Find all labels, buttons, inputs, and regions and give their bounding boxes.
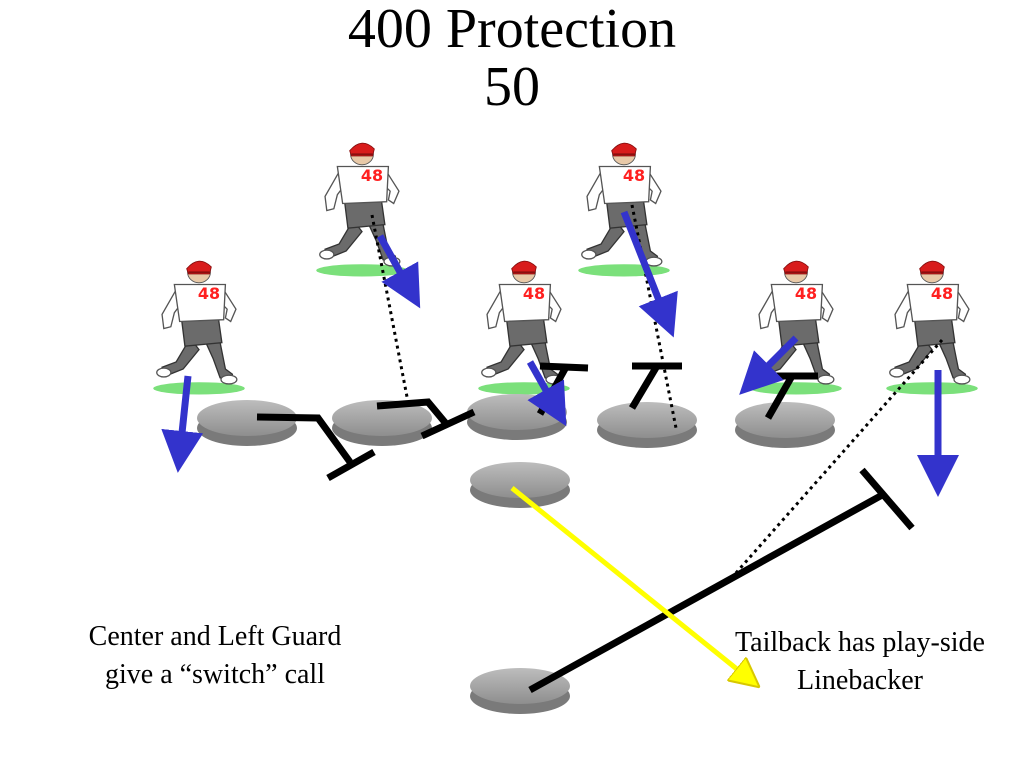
assignment-dotted-line bbox=[733, 339, 944, 575]
movement-arrow bbox=[161, 375, 204, 473]
block-line bbox=[256, 413, 353, 465]
caption-right-line-2: Linebacker bbox=[797, 665, 923, 696]
caption-left-line-2: give a “switch” call bbox=[104, 659, 325, 690]
movement-arrow bbox=[739, 335, 799, 395]
lineman-disc-left-tackle bbox=[197, 400, 297, 446]
caption-tailback: Tailback has play-side Linebacker bbox=[700, 624, 1020, 700]
tailback-disc bbox=[470, 668, 570, 714]
lineman-disc-left-guard bbox=[332, 400, 432, 446]
title-line-1: 400 Protection bbox=[347, 0, 677, 60]
caption-right-line-1: Tailback has play-side bbox=[735, 627, 985, 658]
block-line bbox=[764, 374, 796, 420]
jersey-number: 48 bbox=[623, 166, 645, 185]
assignment-dotted-line bbox=[370, 214, 410, 403]
block-line bbox=[326, 448, 376, 482]
movement-arrows bbox=[161, 210, 959, 497]
jersey-number: 48 bbox=[198, 284, 220, 303]
jersey-number: 48 bbox=[523, 284, 545, 303]
defender-player-icon: 48 bbox=[477, 260, 571, 396]
block-line bbox=[528, 490, 886, 694]
movement-arrow bbox=[526, 360, 567, 427]
slide-title: 400 Protection 50 bbox=[0, 0, 1024, 116]
block-line bbox=[859, 467, 915, 531]
caption-left-line-1: Center and Left Guard bbox=[88, 621, 342, 652]
lineman-disc-right-tackle bbox=[735, 402, 835, 448]
defender-player-icon: 48 bbox=[152, 260, 246, 396]
defender-player-icon: 48 bbox=[315, 142, 409, 278]
jersey-number: 48 bbox=[795, 284, 817, 303]
block-line bbox=[420, 408, 476, 440]
block-line bbox=[376, 398, 451, 429]
block-line bbox=[628, 364, 661, 410]
quarterback-disc bbox=[470, 462, 570, 508]
jersey-number: 48 bbox=[361, 166, 383, 185]
title-line-2: 50 bbox=[484, 56, 540, 118]
movement-arrow bbox=[376, 234, 421, 309]
offensive-line bbox=[197, 394, 835, 714]
defender-player-icon: 48 bbox=[749, 260, 843, 396]
movement-arrow bbox=[620, 210, 678, 338]
jersey-number: 48 bbox=[931, 284, 953, 303]
tailback-route-arrow bbox=[510, 486, 748, 678]
defender-player-icon: 48 bbox=[885, 260, 979, 396]
caption-switch-call: Center and Left Guard give a “switch” ca… bbox=[40, 618, 390, 694]
defender-player-icon: 48 bbox=[577, 142, 671, 278]
lineman-disc-right-guard bbox=[597, 402, 697, 448]
